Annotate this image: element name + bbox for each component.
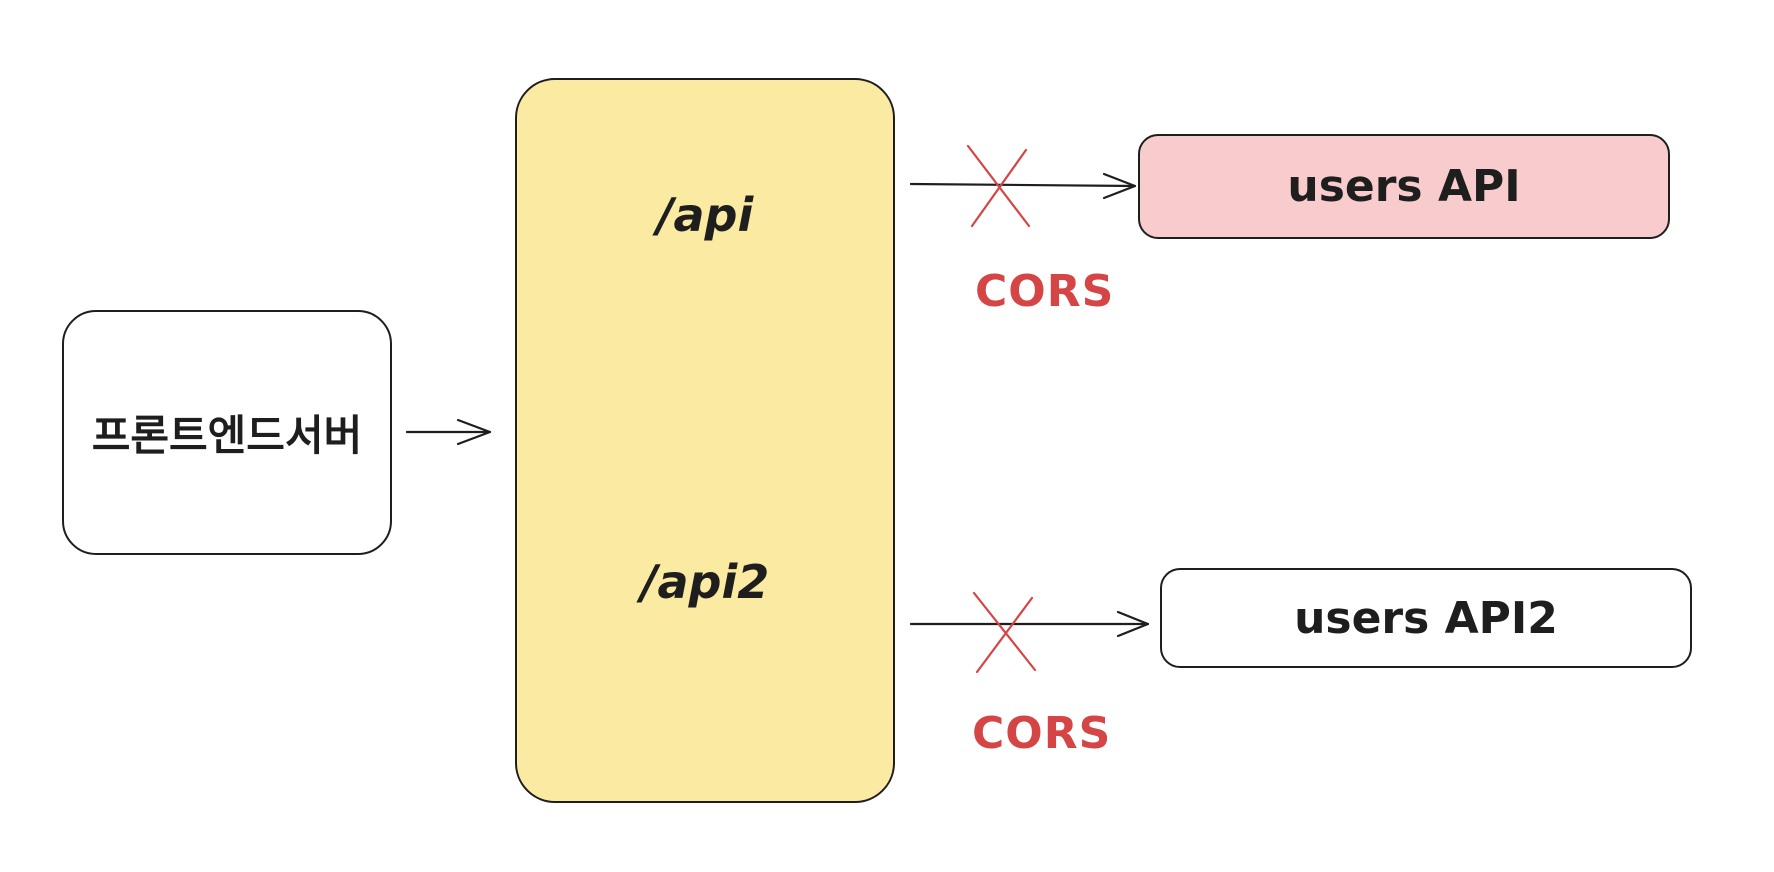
route-api-label: /api bbox=[656, 188, 754, 242]
gateway-box: /api /api2 bbox=[515, 78, 895, 803]
frontend-server-box: 프론트엔드서버 bbox=[62, 310, 392, 555]
x-mark-icon bbox=[966, 144, 1031, 228]
arrow-frontend-to-gateway bbox=[405, 418, 492, 446]
arrow-api2-to-users-api2 bbox=[909, 610, 1150, 638]
x-mark-icon bbox=[972, 591, 1037, 674]
arrow-api-to-users-api bbox=[909, 172, 1137, 200]
route-api2-label: /api2 bbox=[640, 555, 770, 609]
cors-label-2: CORS bbox=[972, 708, 1112, 759]
users-api-box: users API bbox=[1138, 134, 1670, 239]
users-api2-label: users API2 bbox=[1294, 592, 1558, 644]
users-api2-box: users API2 bbox=[1160, 568, 1692, 668]
cors-label-1: CORS bbox=[975, 266, 1115, 317]
frontend-server-label: 프론트엔드서버 bbox=[91, 411, 363, 460]
users-api-label: users API bbox=[1287, 161, 1521, 212]
